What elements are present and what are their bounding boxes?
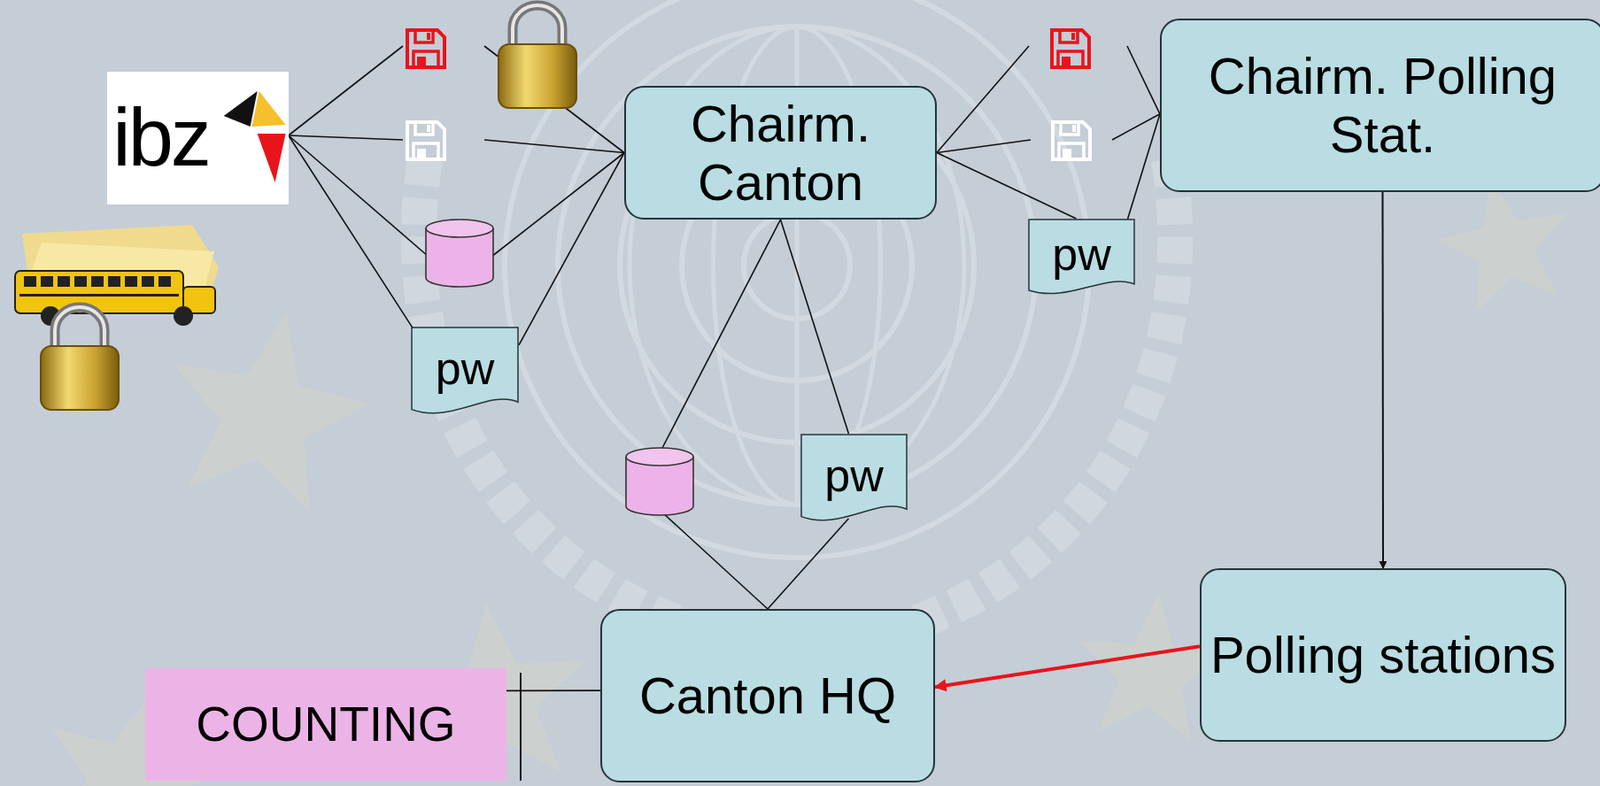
node-label: pw	[1051, 228, 1111, 290]
leader-line	[936, 46, 1029, 154]
connector	[1126, 114, 1160, 224]
leader-line	[288, 135, 403, 140]
floppy-disk-icon	[407, 30, 445, 68]
logo-triangle	[257, 133, 286, 183]
password-document: pw	[1028, 218, 1136, 299]
leader-line	[936, 139, 1031, 154]
node-label: pw	[824, 449, 883, 511]
school-bus-icon	[15, 224, 219, 326]
connector	[936, 153, 1076, 220]
background-star	[173, 311, 372, 513]
node-label: Chairm. Polling Stat.	[1161, 46, 1600, 163]
node-label: pw	[435, 342, 495, 404]
logo-box: ibz	[107, 71, 289, 205]
leader-line	[661, 511, 768, 610]
leader-line	[1112, 114, 1160, 140]
leader-line	[288, 46, 403, 136]
connector	[288, 135, 414, 329]
database-cylinder	[425, 219, 494, 287]
process-box: Polling stations	[1199, 568, 1567, 743]
logo-text: ibz	[112, 92, 209, 185]
node-label: COUNTING	[195, 696, 456, 752]
password-document: pw	[410, 326, 519, 419]
leader-line	[484, 139, 625, 154]
document-shape	[1028, 219, 1135, 294]
database-cylinder	[626, 448, 694, 516]
connector	[518, 153, 625, 346]
connector	[935, 646, 1200, 688]
leader-line	[1127, 46, 1160, 115]
padlock-icon	[40, 307, 119, 410]
process-box: Chairm. Canton	[624, 85, 937, 220]
background-star	[1435, 178, 1568, 313]
emblem-laurel	[418, 159, 1175, 647]
connector	[780, 219, 850, 434]
floppy-disk-icon	[407, 122, 445, 160]
node-label: Canton HQ	[639, 666, 897, 726]
process-box: Canton HQ	[600, 609, 936, 783]
emblem-ring	[557, 26, 1036, 505]
connector	[767, 518, 849, 610]
logo-triangle	[224, 91, 258, 127]
bar-marker	[519, 672, 522, 781]
leader-line	[491, 153, 625, 258]
process-box: Chairm. Polling Stat.	[1159, 18, 1600, 193]
counting-box: COUNTING	[145, 668, 507, 781]
password-document: pw	[800, 433, 908, 526]
emblem-ring	[504, 0, 1090, 558]
floppy-disk-icon	[1052, 122, 1090, 160]
connector	[1382, 192, 1385, 569]
floppy-disk-icon	[1051, 30, 1090, 68]
node-label: Polling stations	[1210, 626, 1556, 685]
leader-line	[661, 219, 781, 450]
padlock-icon	[498, 5, 577, 109]
node-label: Chairm. Canton	[626, 94, 936, 211]
document-shape	[411, 327, 518, 414]
logo-triangle	[252, 91, 286, 127]
document-shape	[801, 434, 907, 521]
